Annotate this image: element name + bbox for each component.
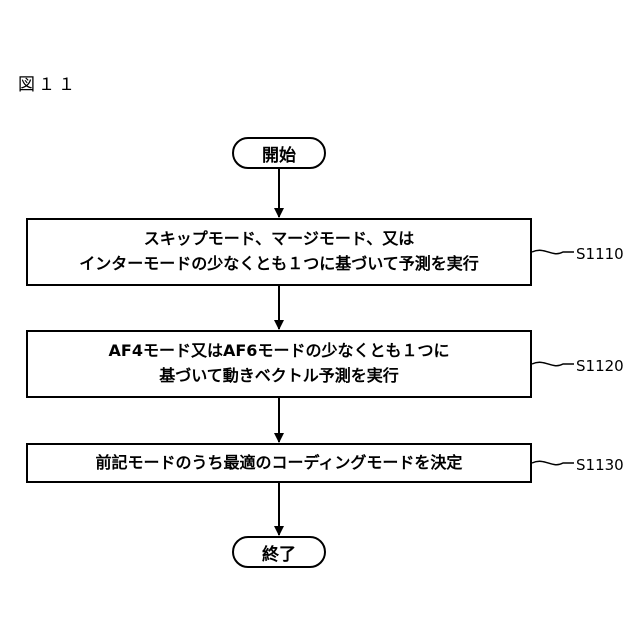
step-id-s1110: S1110: [576, 245, 624, 263]
step-s1120-line2: 基づいて動きベクトル予測を実行: [159, 364, 399, 389]
step-s1110-line1: スキップモード、マージモード、又は: [144, 227, 414, 252]
end-terminal: 終了: [232, 536, 326, 568]
leader-line-s1120: [532, 362, 574, 365]
step-s1120-line1: AF4モード又はAF6モードの少なくとも１つに: [109, 339, 450, 364]
leader-line-s1130: [532, 461, 574, 464]
step-s1130-line1: 前記モードのうち最適のコーディングモードを決定: [96, 451, 463, 476]
step-id-s1130: S1130: [576, 456, 624, 474]
step-id-s1120: S1120: [576, 357, 624, 375]
end-label: 終了: [262, 540, 296, 565]
step-s1110-box: スキップモード、マージモード、又は インターモードの少なくとも１つに基づいて予測…: [26, 218, 532, 286]
start-terminal: 開始: [232, 137, 326, 169]
step-s1130-box: 前記モードのうち最適のコーディングモードを決定: [26, 443, 532, 483]
step-s1110-line2: インターモードの少なくとも１つに基づいて予測を実行: [79, 252, 479, 277]
leader-line-s1110: [532, 250, 574, 253]
step-s1120-box: AF4モード又はAF6モードの少なくとも１つに 基づいて動きベクトル予測を実行: [26, 330, 532, 398]
start-label: 開始: [262, 141, 296, 166]
